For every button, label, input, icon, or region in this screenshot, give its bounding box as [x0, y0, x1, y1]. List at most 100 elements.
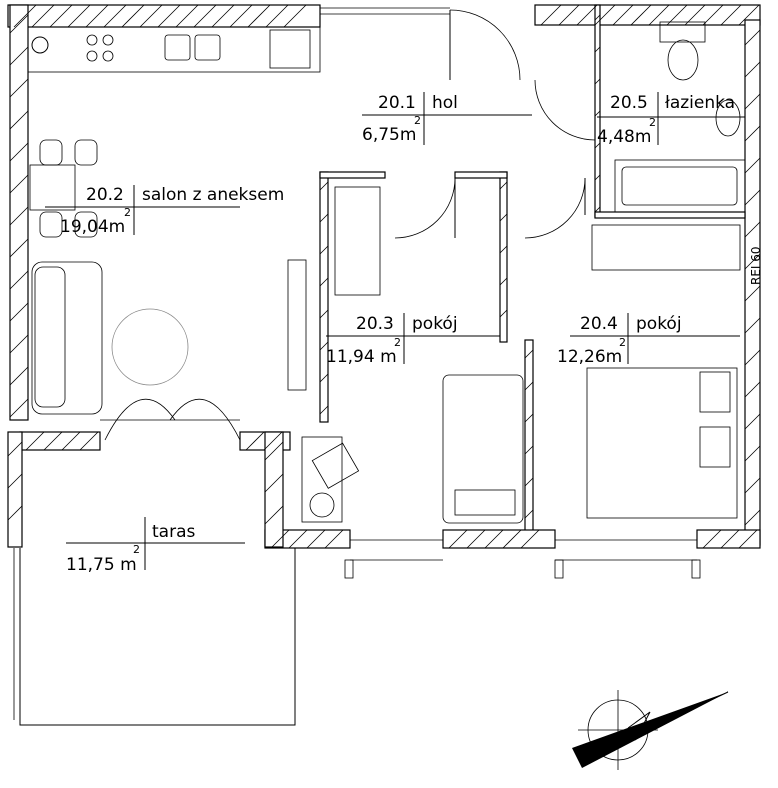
room-label-20-5: 20.5 łazienka 4,48m 2 [597, 92, 745, 147]
wall-hatch [499, 309, 508, 318]
wall-hatch [744, 61, 761, 78]
wall-hatch [744, 93, 761, 110]
wall-hatch [744, 221, 761, 238]
room-number: 20.3 [356, 314, 394, 334]
wall-hatch [594, 142, 601, 149]
room-number: 20.1 [378, 93, 416, 113]
wall-hatch [9, 14, 29, 34]
wall-hatch [744, 157, 761, 174]
wall-hatch [9, 366, 29, 386]
wall-seg [319, 171, 386, 179]
room-label-20-4: 20.4 pokój 12,26m 2 [557, 313, 740, 367]
wall-hatch [594, 14, 601, 21]
svg-text:2: 2 [414, 114, 421, 127]
wall-hatch [744, 381, 761, 398]
wall-hatch [264, 505, 284, 525]
fire-rating-label: REI 60 [749, 246, 763, 285]
wall-hatch [319, 373, 329, 383]
wall-hatch [499, 277, 508, 286]
walls [7, 4, 761, 549]
wardrobe-icon [334, 186, 741, 296]
wall-top-left [7, 4, 321, 28]
wall-hatch [738, 529, 758, 549]
wall-bottom-2 [442, 529, 556, 549]
wall-hatch [211, 4, 235, 28]
wall-hatch [103, 4, 127, 28]
wall-hatch [9, 174, 29, 194]
wall-hatch [49, 4, 73, 28]
wall-hatch [319, 341, 329, 351]
room-label-20-3: 20.3 pokój 11,94 m 2 [326, 313, 500, 367]
wall-hatch [744, 29, 761, 46]
wall-hatch [520, 529, 540, 549]
room-number: 20.5 [610, 93, 648, 113]
room-area: 12,26m [557, 347, 622, 367]
room-name: łazienka [665, 93, 735, 113]
room-number: 20.4 [580, 314, 618, 334]
wall-hatch [594, 78, 601, 85]
svg-text:2: 2 [619, 336, 626, 349]
wall-hatch [720, 529, 740, 549]
room-name: pokój [412, 314, 458, 334]
wall-hatch [744, 349, 761, 366]
wall-hatch [630, 4, 652, 26]
wall-hatch [31, 4, 55, 28]
wall-hatch [524, 445, 534, 455]
svg-text:2: 2 [649, 116, 656, 129]
wall-hatch [157, 4, 181, 28]
wall-hatch [448, 529, 468, 549]
wall-hatch [612, 4, 634, 26]
wall-hatch [648, 4, 670, 26]
wall-hatch [499, 213, 508, 222]
wall-hatch [524, 349, 534, 359]
wall-hatch [85, 4, 109, 28]
room-name: hol [432, 93, 458, 113]
wall-hatch [466, 529, 486, 549]
svg-text:2: 2 [394, 336, 401, 349]
wall-hatch [720, 4, 742, 26]
wall-hatch [558, 4, 580, 26]
terrace-label: taras 11,75 m 2 [66, 517, 245, 575]
wall-bathroom [594, 4, 601, 218]
sink-icon [164, 34, 221, 61]
wall-hatch [25, 431, 45, 451]
wall-hatch [524, 413, 534, 423]
wall-hatch [319, 277, 329, 287]
wall-hatch [175, 4, 199, 28]
table-icon [29, 139, 98, 238]
wall-terrace-3 [264, 431, 284, 548]
wall-hatch [9, 302, 29, 322]
wall-salon-room [319, 171, 329, 423]
stove-icon [86, 34, 114, 62]
wall-hatch [319, 213, 329, 223]
room-label-20-1: 20.1 hol 6,75m 2 [362, 92, 532, 145]
wall-hatch [9, 206, 29, 226]
wall-hatch [702, 4, 724, 26]
terrace-area: 11,75 m [66, 555, 137, 575]
north-arrow-icon [572, 690, 729, 770]
wall-hatch [9, 270, 29, 290]
wall-hatch [306, 529, 326, 549]
wall-hatch [540, 4, 562, 26]
wall-hatch [9, 110, 29, 130]
wall-terrace-4 [7, 431, 23, 548]
wall-hatch [13, 4, 37, 28]
wall-bathroom-bottom [594, 211, 746, 219]
wall-hatch [524, 381, 534, 391]
room-area: 11,94 m [326, 347, 397, 367]
toilet-icon [659, 21, 741, 137]
wall-hatch [744, 285, 761, 302]
sofa-icon [31, 259, 307, 415]
wall-hatch [594, 206, 601, 213]
wall-hatch [264, 441, 284, 461]
windows [320, 7, 701, 579]
room-area: 4,48m [597, 127, 651, 147]
wall-hatch [270, 529, 290, 549]
room-area: 6,75m [362, 125, 416, 145]
wall-hatch [79, 431, 99, 451]
terrace-outline [13, 419, 296, 726]
wall-hatch [193, 4, 217, 28]
svg-text:2: 2 [133, 543, 140, 556]
wall-hatch [594, 110, 601, 117]
wall-hatch [121, 4, 145, 28]
